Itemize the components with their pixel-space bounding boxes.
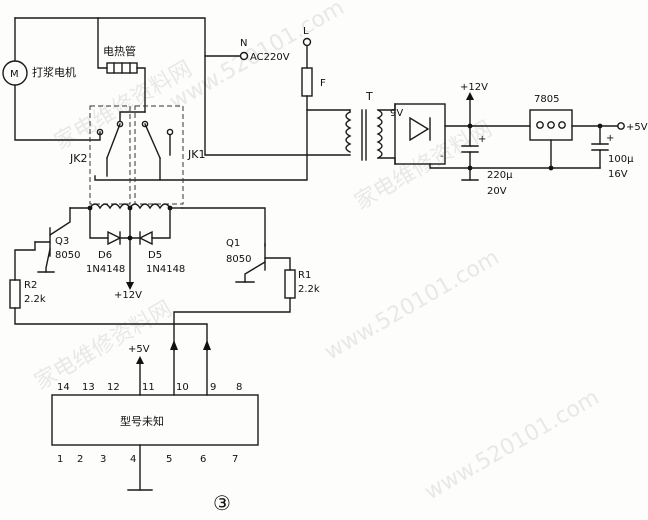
ic-pin-6: 6 (200, 454, 206, 465)
cap-small-label: 100μ (608, 154, 634, 165)
ic-pin-13: 13 (82, 382, 95, 393)
ac-source-label: AC220V (250, 52, 290, 63)
relay-jk1: JK1 (134, 105, 205, 205)
ic-pin-1: 1 (57, 454, 63, 465)
watermark: www.520101.com (321, 245, 504, 365)
line-label: L (303, 26, 309, 37)
regulator-label: 7805 (534, 94, 559, 105)
ic-pin-2: 2 (77, 454, 83, 465)
fuse-label: F (320, 78, 326, 89)
d5-type: 1N4148 (146, 264, 185, 275)
regulator-7805: 7805 +5V + 100μ 16V (529, 94, 648, 180)
cap-small-voltage: 16V (608, 169, 628, 180)
q3-type: 8050 (55, 250, 80, 261)
dc-rails: +12V + 220μ 20V (429, 82, 601, 197)
transistor-q3: Q3 8050 R2 2.2k (9, 207, 208, 351)
fuse: F (301, 67, 326, 97)
transformer-label: T (365, 90, 373, 103)
ic-pin-7: 7 (232, 454, 238, 465)
ic-pin-3: 3 (100, 454, 106, 465)
motor: M 打浆电机 (2, 60, 76, 86)
r2-value: 2.2k (24, 294, 46, 305)
d5-label: D5 (148, 250, 162, 261)
ic-pin-5: 5 (166, 454, 172, 465)
plus5v-out-label: +5V (626, 122, 648, 133)
plus12v-top-label: +12V (460, 82, 488, 93)
controller-ic: 型号未知 +5V 14 13 12 11 10 9 8 1 2 3 4 5 6 … (51, 344, 259, 491)
watermark-layer: 家电维修资料网 www.520101.com 家电维修资料网 www.52010… (31, 0, 604, 505)
ac-terminals: N AC220V L (239, 26, 312, 63)
q1-type: 8050 (226, 254, 251, 265)
heater-tube: 电热管 (103, 44, 138, 74)
bridge-minus: - (440, 151, 444, 162)
watermark: 家电维修资料网 (31, 297, 177, 396)
transistor-q1: Q1 8050 R1 2.2k (173, 207, 320, 351)
r1-value: 2.2k (298, 284, 320, 295)
mains-wiring (14, 17, 351, 181)
watermark: www.520101.com (421, 385, 604, 505)
q3-label: Q3 (55, 236, 69, 247)
bridge-rectifier: - (394, 103, 473, 165)
d6-type: 1N4148 (86, 264, 125, 275)
secondary-voltage-label: 9V (390, 108, 403, 119)
neutral-label: N (240, 38, 247, 49)
ic-pin-4: 4 (130, 454, 136, 465)
cap-plus: + (478, 134, 486, 145)
ic-pin-14: 14 (57, 382, 70, 393)
plus5v-ic-label: +5V (128, 344, 150, 355)
figure-number: ③ (213, 491, 231, 515)
motor-label: 打浆电机 (32, 65, 76, 79)
ic-pin-12: 12 (107, 382, 120, 393)
ic-signal-arrows (170, 340, 211, 396)
cap-small-plus: + (606, 133, 614, 144)
r1-label: R1 (298, 270, 311, 281)
jk2-label: JK2 (69, 152, 87, 165)
plus12v-mid-label: +12V (114, 290, 142, 301)
jk1-label: JK1 (187, 148, 205, 161)
q1-label: Q1 (226, 238, 240, 249)
relay-coils (69, 203, 183, 211)
ic-pin-10: 10 (176, 382, 189, 393)
diodes: D6 1N4148 D5 1N4148 +12V (86, 207, 185, 301)
heater-label: 电热管 (103, 44, 136, 58)
d6-label: D6 (98, 250, 112, 261)
ic-pin-9: 9 (210, 382, 216, 393)
cap-big-voltage: 20V (487, 186, 507, 197)
r2-label: R2 (24, 280, 37, 291)
ic-pin-8: 8 (236, 382, 242, 393)
cap-big-label: 220μ (487, 170, 513, 181)
motor-symbol: M (10, 69, 19, 80)
ic-pin-11: 11 (142, 382, 155, 393)
ic-label: 型号未知 (120, 414, 164, 428)
relay-jk2: JK2 (69, 105, 146, 205)
